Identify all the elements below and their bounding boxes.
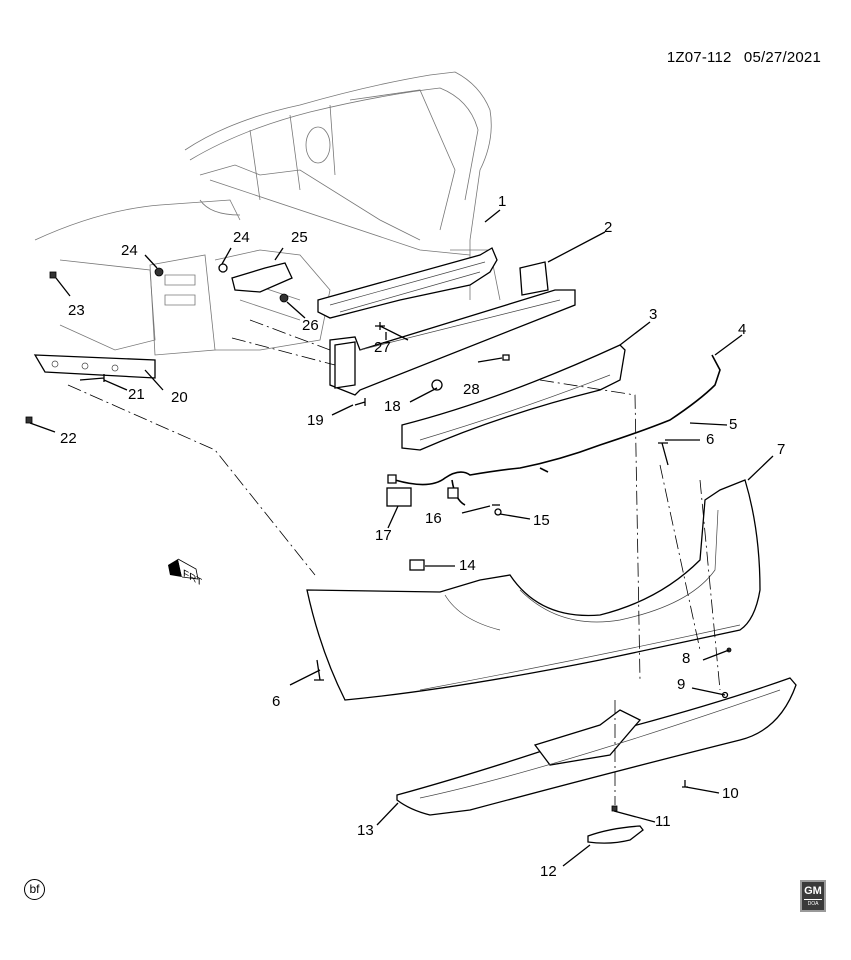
part-1-bracket (317, 247, 498, 319)
part-25-bracket (231, 262, 293, 293)
callout-10[interactable]: 10 (722, 785, 739, 802)
part-14-clip (409, 559, 425, 571)
callout-15[interactable]: 15 (533, 512, 550, 529)
leader-lines (29, 209, 774, 867)
callout-23[interactable]: 23 (68, 302, 85, 319)
callout-1[interactable]: 1 (498, 193, 507, 210)
fasteners (25, 263, 732, 812)
callout-9[interactable]: 9 (677, 676, 686, 693)
vehicle-body-outline (34, 71, 501, 356)
footer-badge: bf (24, 879, 45, 900)
part-3-absorber (401, 344, 626, 451)
callout-27[interactable]: 27 (374, 339, 391, 356)
callout-22[interactable]: 22 (60, 430, 77, 447)
part-20-bracket (33, 354, 156, 379)
front-direction-arrow-icon (168, 558, 199, 580)
gm-logo-bottom: DOA (807, 901, 819, 907)
callout-13[interactable]: 13 (357, 822, 374, 839)
callout-20[interactable]: 20 (171, 389, 188, 406)
callout-24b[interactable]: 24 (233, 229, 250, 246)
callout-26[interactable]: 26 (302, 317, 319, 334)
part-2-reinforcement (329, 261, 576, 396)
part-12-cover (587, 825, 644, 844)
callout-2[interactable]: 2 (604, 219, 613, 236)
part-17-module (386, 487, 412, 507)
diagram-header: 1Z07-112 05/27/2021 (659, 49, 821, 66)
callout-5[interactable]: 5 (729, 416, 738, 433)
callout-18[interactable]: 18 (384, 398, 401, 415)
callout-4[interactable]: 4 (738, 321, 747, 338)
callout-6[interactable]: 6 (706, 431, 715, 448)
gm-logo: GM DOA (800, 880, 826, 912)
callout-11[interactable]: 11 (655, 813, 671, 830)
callout-28[interactable]: 28 (463, 381, 480, 398)
callout-7[interactable]: 7 (777, 441, 786, 458)
callout-19[interactable]: 19 (307, 412, 324, 429)
part-7-fascia (306, 479, 761, 701)
gm-logo-divider (804, 899, 822, 900)
gm-logo-top: GM (804, 885, 822, 897)
callout-24a[interactable]: 24 (121, 242, 138, 259)
callout-17[interactable]: 17 (375, 527, 392, 544)
callout-3[interactable]: 3 (649, 306, 658, 323)
part-13-valance (396, 677, 797, 816)
callout-21[interactable]: 21 (128, 386, 145, 403)
diagram-id: 1Z07-112 (666, 49, 732, 66)
callout-6b[interactable]: 6 (272, 693, 281, 710)
diagram-date: 05/27/2021 (743, 49, 821, 66)
callout-14[interactable]: 14 (459, 557, 476, 574)
callout-12[interactable]: 12 (540, 863, 557, 880)
callout-16[interactable]: 16 (425, 510, 442, 527)
callout-8[interactable]: 8 (682, 650, 691, 667)
callout-25[interactable]: 25 (291, 229, 308, 246)
wiring-harness (387, 354, 721, 506)
